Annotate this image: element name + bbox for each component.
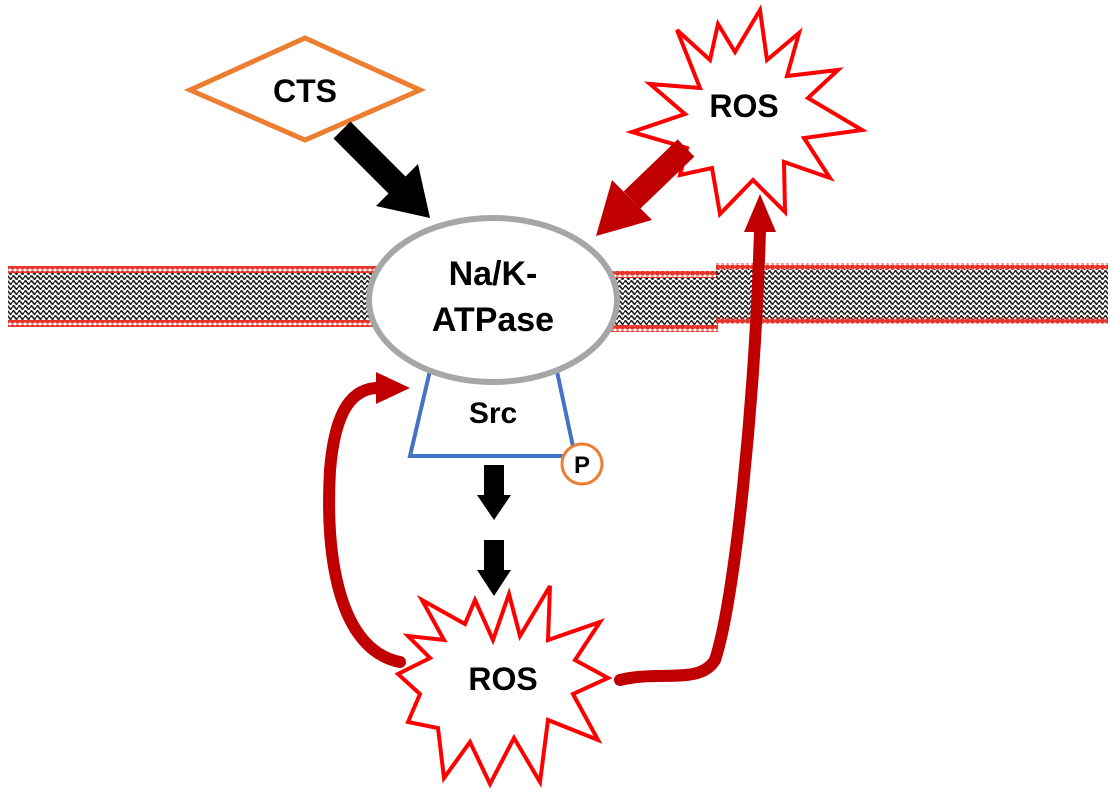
ros-bottom-label: ROS xyxy=(468,661,537,697)
ros-burst-top: ROS xyxy=(625,4,868,219)
cts-label: CTS xyxy=(273,73,337,109)
black-arrow-lower xyxy=(477,540,511,596)
black-arrow-upper xyxy=(477,465,511,520)
ros-to-atpase-arrow xyxy=(596,139,695,236)
ros-burst-bottom: ROS xyxy=(394,584,613,789)
src-label: Src xyxy=(469,397,517,430)
atpase-label-line2: ATPase xyxy=(432,301,554,339)
cts-to-atpase-arrow xyxy=(333,121,430,218)
cts-node: CTS xyxy=(183,35,427,143)
atpase-label-line1: Na/K- xyxy=(449,255,538,293)
phosphate-label: P xyxy=(574,452,590,479)
ros-top-label: ROS xyxy=(709,88,778,124)
membrane-segment-right xyxy=(716,263,1108,324)
ros-feedback-left-arrow xyxy=(323,372,410,668)
src-to-ros-arrows xyxy=(477,465,511,596)
cell-membrane xyxy=(8,263,1108,332)
na-k-atpase: Na/K- ATPase xyxy=(366,215,620,385)
phosphate-group: P xyxy=(560,442,604,486)
src-kinase: Src xyxy=(407,361,578,458)
ros-to-ros-arrow xyxy=(614,194,776,686)
membrane-segment-left xyxy=(8,266,380,327)
